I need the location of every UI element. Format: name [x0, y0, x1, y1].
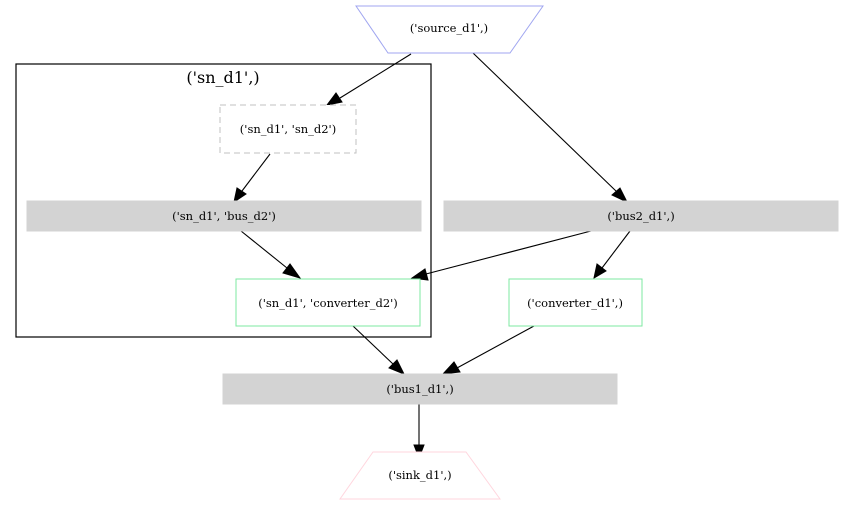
node-bus1[interactable]: ('bus1_d1',): [222, 373, 618, 405]
sink-shape: [339, 451, 501, 500]
node-sink[interactable]: ('sink_d1',): [339, 451, 501, 500]
arrowhead: [611, 187, 629, 204]
cluster-sn-d1: ('sn_d1',): [15, 63, 432, 338]
arrowhead: [282, 263, 302, 279]
sn-sn-label: ('sn_d1', 'sn_d2'): [240, 122, 336, 136]
sn-bus-shape: [26, 200, 422, 232]
arrowhead: [233, 187, 247, 204]
edge-conv1-to-bus1: [441, 325, 535, 375]
cluster-border: [15, 63, 432, 338]
bus1-label: ('bus1_d1',): [386, 382, 453, 396]
bus1-shape: [222, 373, 618, 405]
source-label: ('source_d1',): [410, 21, 488, 35]
node-sn-sn[interactable]: ('sn_d1', 'sn_d2'): [219, 104, 357, 154]
conv1-shape: [508, 278, 643, 327]
edge-sn-bus-to-sn-conv: [240, 230, 302, 279]
sink-label: ('sink_d1',): [388, 468, 451, 482]
sn-bus-label: ('sn_d1', 'bus_d2'): [172, 209, 276, 223]
edge-source-to-sn-sn: [325, 53, 412, 106]
edge-source-to-bus2: [472, 52, 629, 204]
bus2-shape: [443, 200, 839, 232]
bus2-label: ('bus2_d1',): [607, 209, 674, 223]
edge-bus2-to-sn-conv: [410, 230, 592, 281]
edge-sn-sn-to-sn-bus: [233, 153, 271, 204]
sn-conv-label: ('sn_d1', 'converter_d2'): [258, 296, 398, 310]
conv1-label: ('converter_d1',): [527, 296, 623, 310]
node-bus2[interactable]: ('bus2_d1',): [443, 200, 839, 232]
arrowhead: [388, 359, 406, 375]
node-conv1[interactable]: ('converter_d1',): [508, 278, 643, 327]
arrowhead: [325, 92, 343, 106]
arrowhead: [441, 361, 461, 375]
edge-bus2-to-conv1: [593, 230, 631, 280]
node-source[interactable]: ('source_d1',): [355, 5, 544, 54]
edges: [233, 52, 631, 460]
node-sn-conv[interactable]: ('sn_d1', 'converter_d2'): [235, 278, 421, 327]
node-sn-bus[interactable]: ('sn_d1', 'bus_d2'): [26, 200, 422, 232]
source-shape: [355, 5, 544, 54]
sn-sn-shape: [219, 104, 357, 154]
arrowhead: [593, 263, 607, 280]
edge-bus1-to-sink: [413, 404, 425, 460]
edge-sn-conv-to-bus1: [352, 325, 406, 375]
sn-conv-shape: [235, 278, 421, 327]
cluster-label: ('sn_d1',): [186, 68, 259, 87]
arrowhead: [410, 268, 429, 281]
